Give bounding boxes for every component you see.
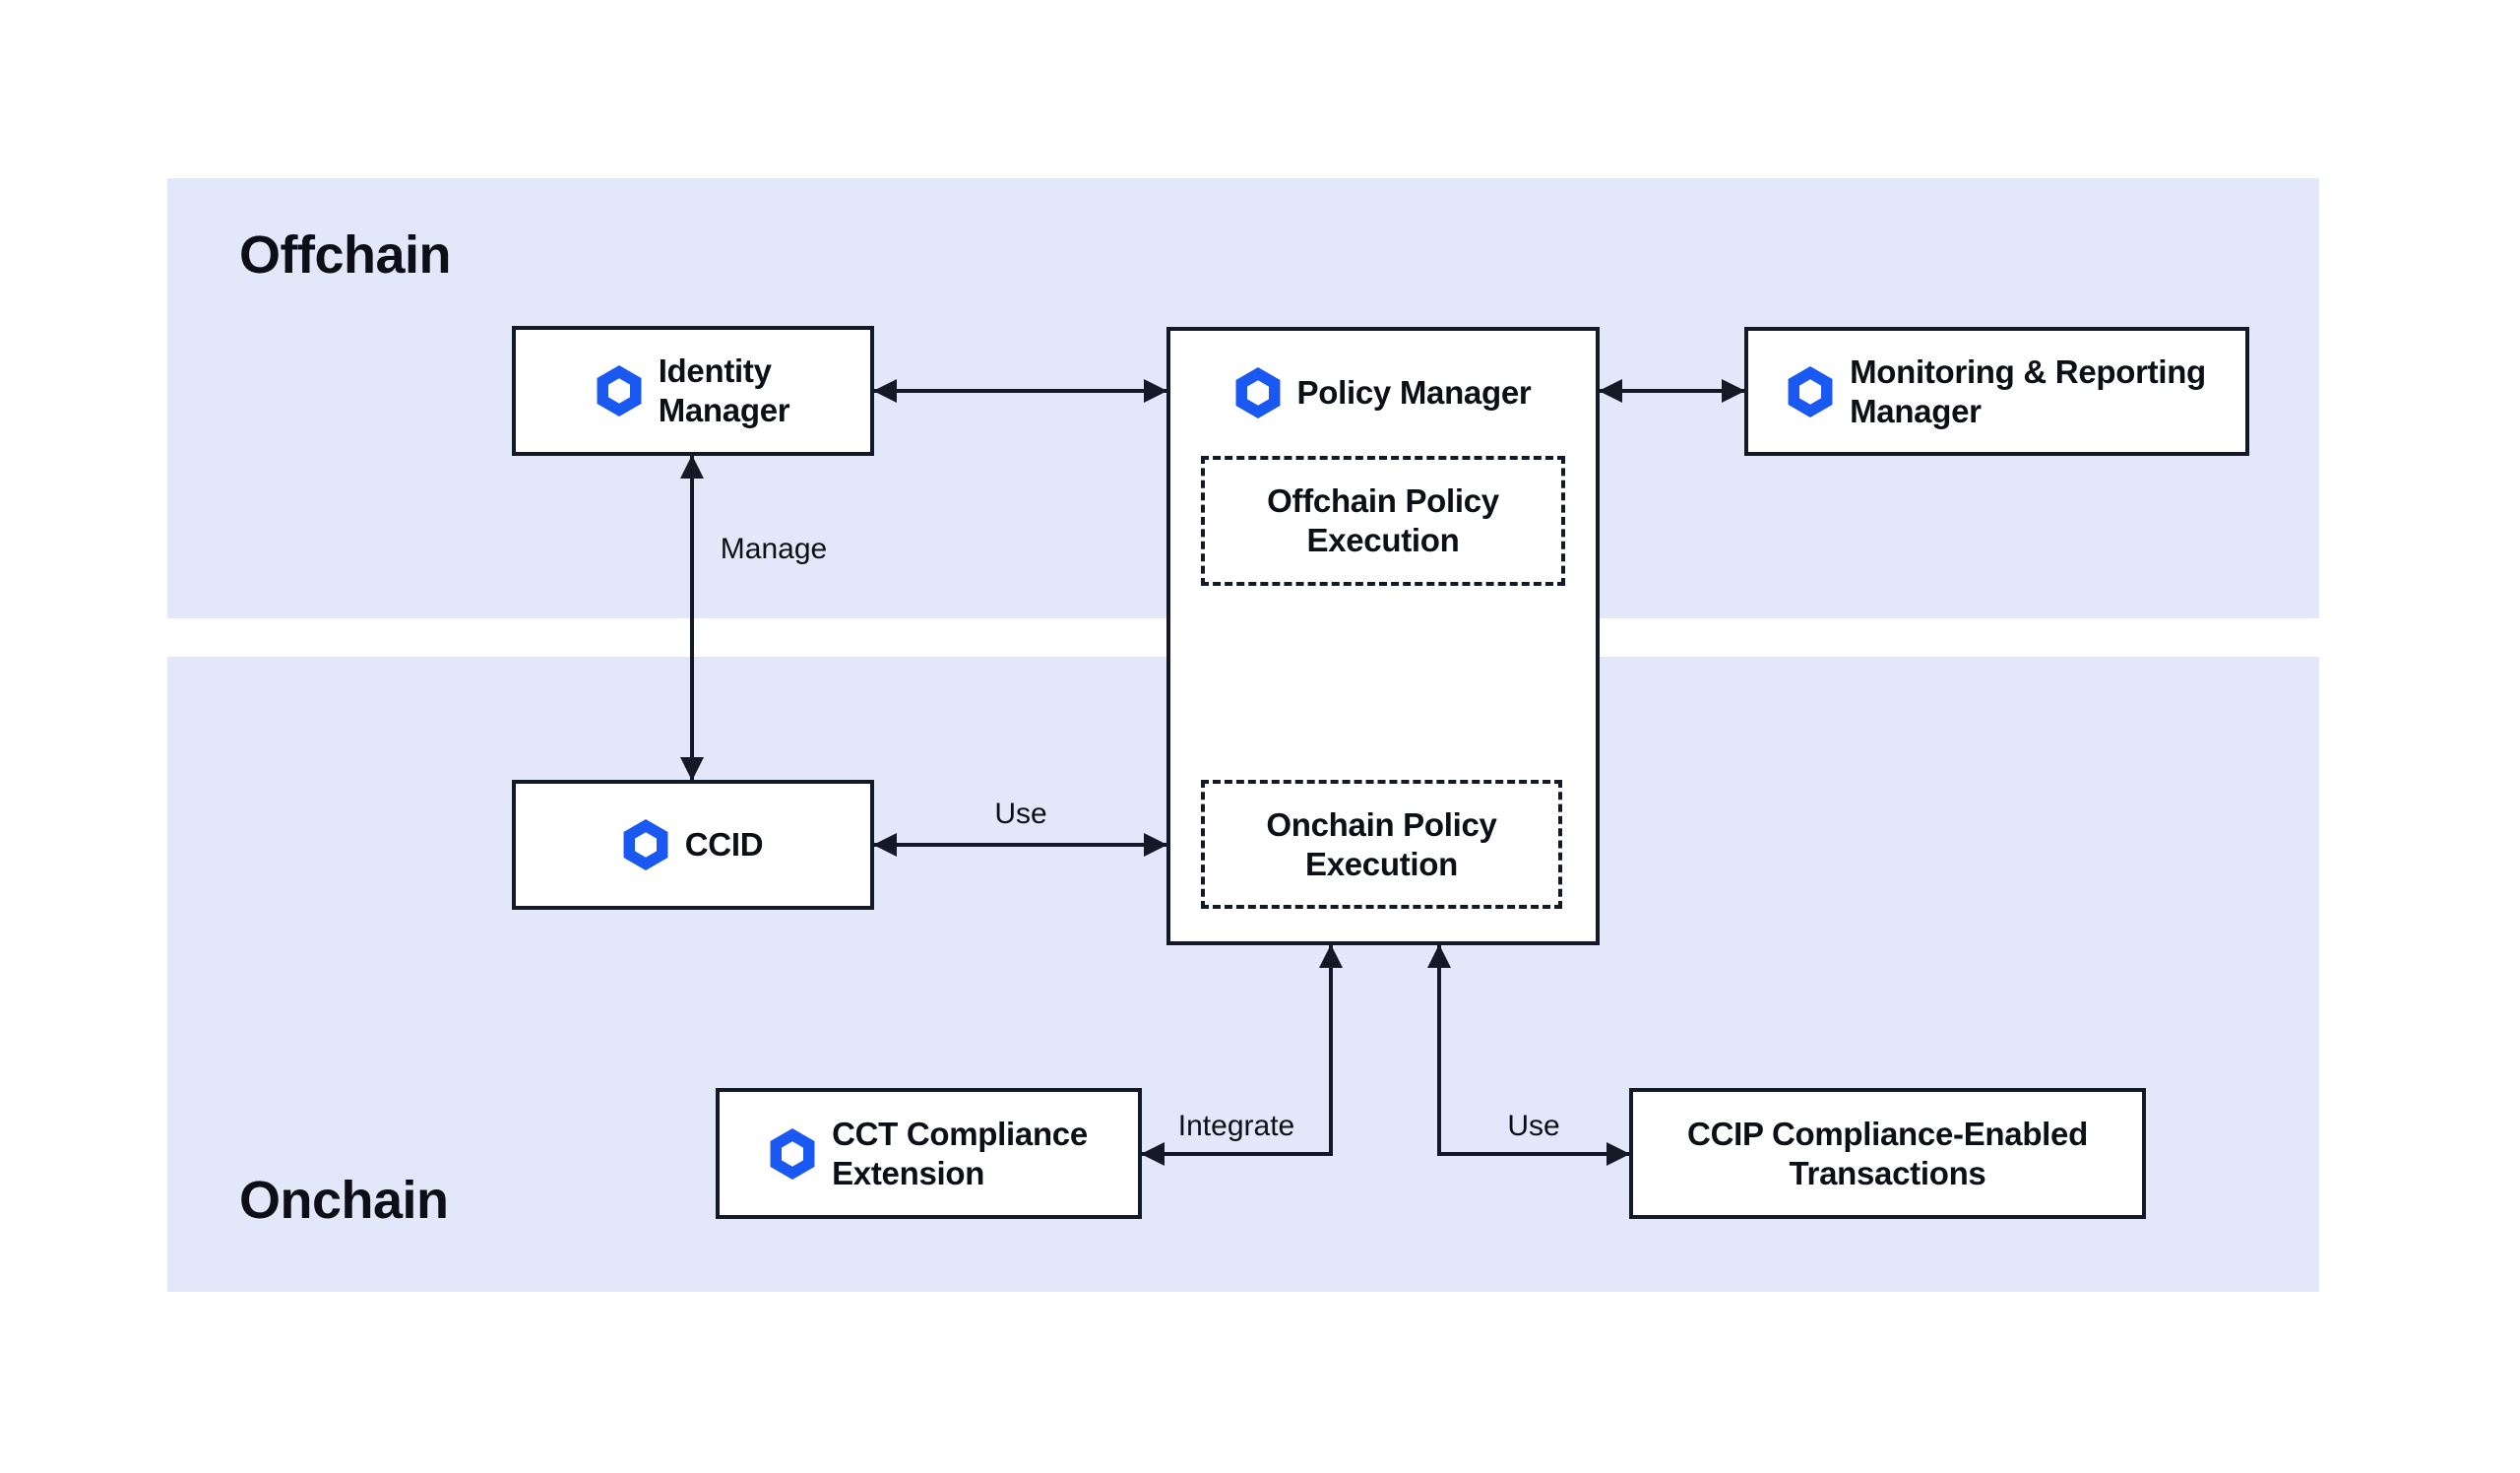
edge-label-use-ccid: Use <box>994 798 1047 830</box>
edge-label-integrate: Integrate <box>1177 1110 1295 1142</box>
chainlink-logo-icon <box>1788 365 1833 417</box>
node-title-line: Execution <box>1306 522 1460 558</box>
node-title-line: CCIP Compliance-Enabled <box>1687 1115 2088 1152</box>
node-title: Identity Manager <box>659 352 790 430</box>
dashed-onchain-policy-execution: Onchain Policy Execution <box>1201 780 1562 909</box>
node-title-line: Manager <box>658 392 790 428</box>
node-title-line: Execution <box>1304 845 1458 882</box>
node-title: CCT Compliance Extension <box>832 1115 1088 1193</box>
node-title: Monitoring & Reporting Manager <box>1850 352 2206 431</box>
policy-manager-header: Policy Manager <box>1170 331 1596 454</box>
section-label-onchain: Onchain <box>239 1171 449 1230</box>
node-identity-manager: Identity Manager <box>512 326 874 456</box>
node-ccip-compliance-enabled-transactions: CCIP Compliance-Enabled Transactions <box>1629 1088 2146 1219</box>
chainlink-logo-icon <box>1235 366 1281 418</box>
node-title-line: Manager <box>1850 392 1982 429</box>
chainlink-logo-icon <box>623 819 668 870</box>
node-title-line: Identity <box>658 352 772 389</box>
node-title: Policy Manager <box>1296 373 1532 411</box>
chainlink-logo-icon <box>597 365 642 416</box>
node-title-line: Transactions <box>1789 1154 1986 1191</box>
node-title-line: Monitoring & Reporting <box>1850 352 2206 390</box>
section-label-offchain: Offchain <box>239 225 452 285</box>
node-title-line: Extension <box>832 1154 985 1191</box>
node-title: Offchain Policy Execution <box>1267 481 1499 560</box>
edge-label-use-ccip: Use <box>1507 1110 1560 1142</box>
node-title: Onchain Policy Execution <box>1266 805 1497 884</box>
edge-label-manage: Manage <box>720 533 828 565</box>
chainlink-logo-icon <box>770 1127 815 1180</box>
node-title: CCID <box>684 826 764 863</box>
node-title: CCIP Compliance-Enabled Transactions <box>1687 1115 2088 1193</box>
node-title-line: Onchain Policy <box>1266 805 1497 843</box>
dashed-offchain-policy-execution: Offchain Policy Execution <box>1201 456 1565 586</box>
node-ccid: CCID <box>512 780 874 910</box>
node-policy-manager: Policy Manager Offchain Policy Execution… <box>1166 327 1600 945</box>
node-cct-compliance-extension: CCT Compliance Extension <box>716 1088 1142 1219</box>
node-title-line: CCT Compliance <box>832 1115 1088 1152</box>
node-title-line: Offchain Policy <box>1267 482 1499 519</box>
node-monitoring-reporting-manager: Monitoring & Reporting Manager <box>1744 327 2249 456</box>
